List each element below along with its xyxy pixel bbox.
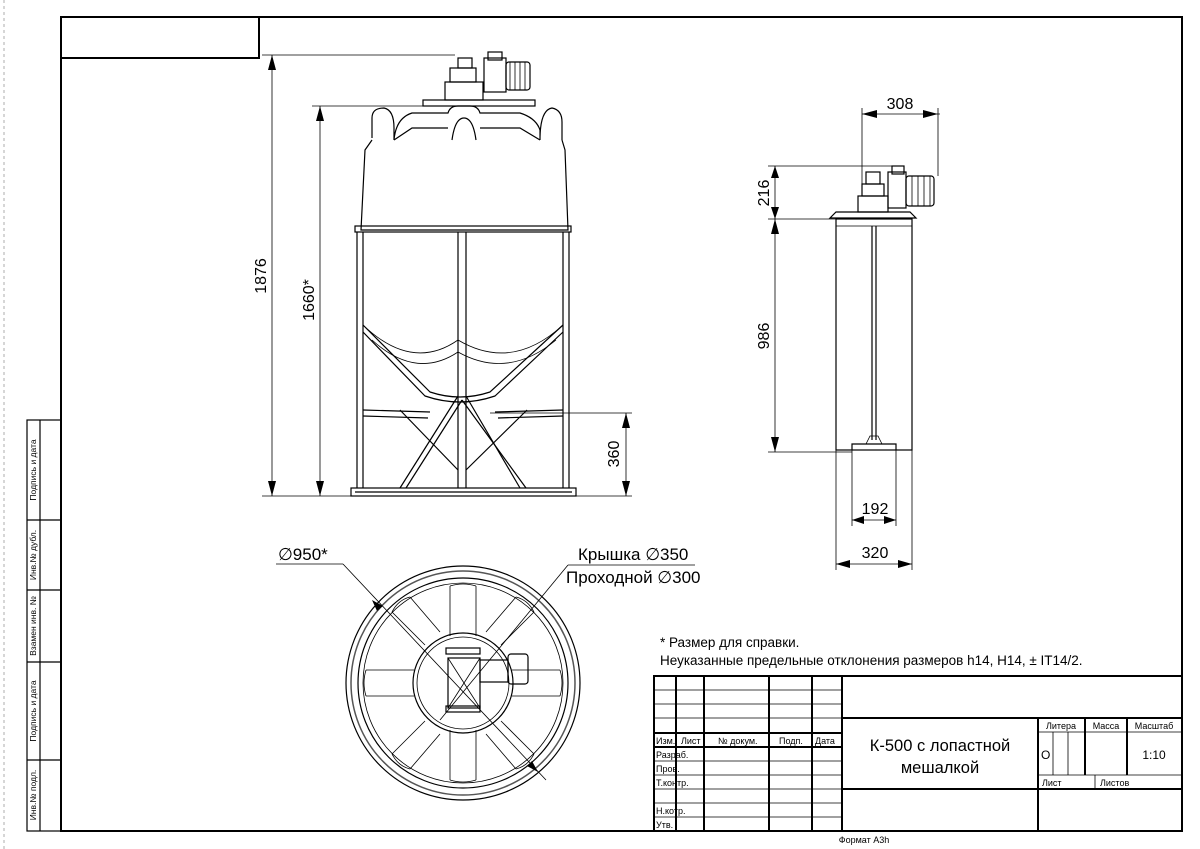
mixer-blade <box>851 443 897 450</box>
col-izm: Изм. <box>656 736 675 746</box>
top-view: ∅950* Крышка ∅350 Проходной ∅300 <box>276 545 700 801</box>
title-block: Изм. Лист № докум. Подп. Дата Разраб. Пр… <box>653 675 1183 832</box>
mixer-motor-icon <box>857 165 935 213</box>
front-view: 1876 1660* 360 <box>253 51 632 497</box>
top-motor-icon <box>479 659 509 683</box>
row-ncontrol: Н.котр. <box>656 806 685 816</box>
dim-986: 986 <box>756 323 773 350</box>
callout-passage: Проходной ∅300 <box>566 568 700 587</box>
note-reference: * Размер для справки. <box>660 635 799 650</box>
format-label: Формат А3h <box>839 835 889 845</box>
tank-cone <box>362 324 564 398</box>
value-litera: О <box>1041 748 1050 762</box>
tank-lid-outline <box>371 105 563 141</box>
mixer-side-view: 308 216 986 192 320 <box>756 96 940 570</box>
col-doc: № докум. <box>718 736 758 746</box>
top-left-stamp-box <box>60 16 260 59</box>
dim-192: 192 <box>862 501 889 518</box>
mixer-flange <box>828 211 918 219</box>
dim-216: 216 <box>756 180 773 207</box>
dim-360: 360 <box>606 441 623 468</box>
side-label-sign-date-2: Подпись и дата <box>28 680 38 741</box>
row-tcontrol: Т.контр. <box>656 778 689 788</box>
row-developer: Разраб. <box>656 750 688 760</box>
hatch-icon <box>447 657 481 709</box>
label-scale: Масштаб <box>1135 721 1174 731</box>
radial-ribs <box>363 583 563 783</box>
side-label-vzamen: Взамен инв. № <box>28 596 38 656</box>
dim-1876: 1876 <box>253 258 270 294</box>
value-scale: 1:10 <box>1142 748 1166 762</box>
dim-320: 320 <box>862 545 889 562</box>
label-mass: Масса <box>1093 721 1120 731</box>
drawing-title-line-1: К-500 с лопастной <box>870 737 1010 755</box>
dim-1660: 1660* <box>301 279 318 321</box>
front-motor-icon <box>422 51 536 107</box>
side-label-sign-date-1: Подпись и дата <box>28 439 38 500</box>
sheet-frame <box>60 16 1183 832</box>
drawing-title-line-2: мешалкой <box>901 759 979 777</box>
row-checked: Пров. <box>656 764 680 774</box>
label-sheets: Листов <box>1100 778 1129 788</box>
note-tolerances: Неуказанные предельные отклонения размер… <box>660 653 1083 668</box>
side-label-inv-dubl: Инв.№ дубл. <box>28 530 38 580</box>
side-stamp: Подпись и дата Инв.№ дубл. Взамен инв. №… <box>26 419 62 832</box>
label-litera: Литера <box>1046 721 1076 731</box>
label-sheet: Лист <box>1042 778 1062 788</box>
dim-308: 308 <box>887 96 914 113</box>
callout-lid: Крышка ∅350 <box>578 545 688 564</box>
col-list: Лист <box>681 736 701 746</box>
tank-upper-body <box>360 139 569 231</box>
col-date: Дата <box>815 736 835 746</box>
side-label-inv-podl: Инв.№ подл. <box>28 770 38 821</box>
col-sign: Подп. <box>779 736 803 746</box>
lid-circle <box>412 632 514 734</box>
mixer-housing <box>835 218 913 451</box>
row-approved: Утв. <box>656 820 673 830</box>
callout-diameter: ∅950* <box>278 545 328 564</box>
